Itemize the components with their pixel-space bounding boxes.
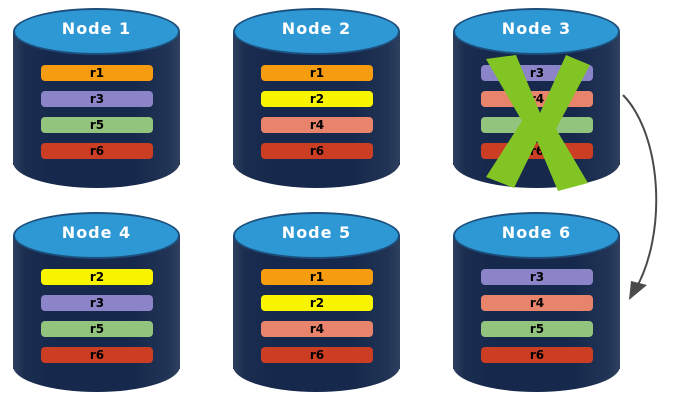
replica-bar[interactable]: r3 bbox=[481, 269, 593, 285]
replica-bar[interactable]: r4 bbox=[261, 117, 373, 133]
node-5-replica-list: r1 r2 r4 r6 bbox=[261, 269, 373, 363]
replica-bar[interactable]: r6 bbox=[261, 347, 373, 363]
node-1[interactable]: Node 1 r1 r3 r5 r6 bbox=[13, 8, 180, 188]
replica-bar[interactable]: r3 bbox=[41, 91, 153, 107]
cylinder-top bbox=[233, 212, 400, 259]
node-6-label: Node 6 bbox=[501, 223, 572, 242]
replica-bar[interactable]: r6 bbox=[481, 347, 593, 363]
cylinder-top bbox=[453, 212, 620, 259]
replica-bar[interactable]: r4 bbox=[261, 321, 373, 337]
replica-bar[interactable]: r4 bbox=[481, 295, 593, 311]
replica-bar[interactable]: r5 bbox=[41, 321, 153, 337]
replica-bar[interactable]: r6 bbox=[41, 143, 153, 159]
replica-bar[interactable]: r3 bbox=[41, 295, 153, 311]
cylinder-top bbox=[233, 8, 400, 55]
replica-bar[interactable]: r1 bbox=[261, 65, 373, 81]
node-3-label: Node 3 bbox=[501, 19, 572, 38]
replica-bar[interactable]: r2 bbox=[261, 295, 373, 311]
node-2-label: Node 2 bbox=[281, 19, 352, 38]
replica-bar[interactable]: r6 bbox=[261, 143, 373, 159]
replica-bar[interactable]: r5 bbox=[481, 321, 593, 337]
replica-bar[interactable]: r5 bbox=[41, 117, 153, 133]
node-6-replica-list: r3 r4 r5 r6 bbox=[481, 269, 593, 363]
replica-bar[interactable]: r5 bbox=[481, 117, 593, 133]
node-4-label: Node 4 bbox=[61, 223, 132, 242]
replica-bar[interactable]: r6 bbox=[41, 347, 153, 363]
replica-bar[interactable]: r4 bbox=[481, 91, 593, 107]
replica-bar[interactable]: r1 bbox=[261, 269, 373, 285]
replica-bar[interactable]: r1 bbox=[41, 65, 153, 81]
cylinder-top bbox=[13, 8, 180, 55]
node-1-replica-list: r1 r3 r5 r6 bbox=[41, 65, 153, 159]
node-2[interactable]: Node 2 r1 r2 r4 r6 bbox=[233, 8, 400, 188]
cylinder-top bbox=[453, 8, 620, 55]
replica-bar[interactable]: r2 bbox=[261, 91, 373, 107]
node-5[interactable]: Node 5 r1 r2 r4 r6 bbox=[233, 212, 400, 392]
node-6[interactable]: Node 6 r3 r4 r5 r6 bbox=[453, 212, 620, 392]
node-3-replica-list: r3 r4 r5 r6 bbox=[481, 65, 593, 159]
replica-bar[interactable]: r2 bbox=[41, 269, 153, 285]
node-4-replica-list: r2 r3 r5 r6 bbox=[41, 269, 153, 363]
replica-bar[interactable]: r6 bbox=[481, 143, 593, 159]
node-5-label: Node 5 bbox=[281, 223, 352, 242]
cylinder-top bbox=[13, 212, 180, 259]
node-3[interactable]: Node 3 r3 r4 r5 r6 bbox=[453, 8, 620, 191]
replica-bar[interactable]: r3 bbox=[481, 65, 593, 81]
node-1-label: Node 1 bbox=[61, 19, 132, 38]
node-2-replica-list: r1 r2 r4 r6 bbox=[261, 65, 373, 159]
node-4[interactable]: Node 4 r2 r3 r5 r6 bbox=[13, 212, 180, 392]
